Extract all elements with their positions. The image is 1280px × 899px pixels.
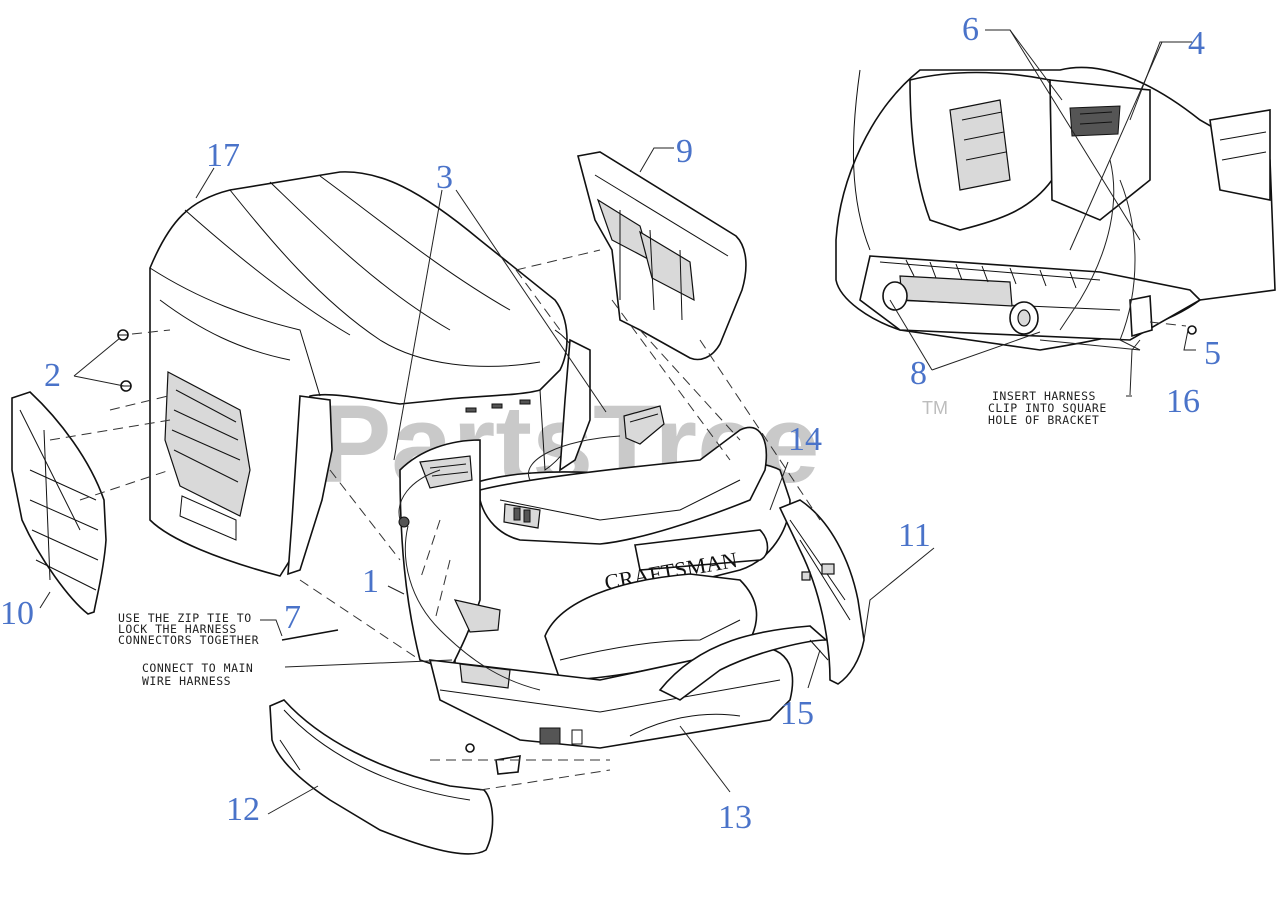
note-insert-line-2: CLIP INTO SQUARE: [988, 401, 1107, 415]
callout-13: 13: [718, 799, 752, 836]
wire-guide-part: [658, 625, 829, 701]
callout-14: 14: [788, 421, 822, 458]
note-connect-line-2: WIRE HARNESS: [142, 674, 231, 688]
callout-10: 10: [0, 595, 34, 632]
note-zip-tie-line-1: USE THE ZIP TIE TO: [118, 611, 252, 625]
callout-3: 3: [436, 159, 453, 196]
side-panel-left-part: [11, 391, 107, 615]
callout-6: 6: [962, 11, 979, 48]
note-insert-line-3: HOLE OF BRACKET: [988, 413, 1099, 427]
note-zip-tie: USE THE ZIP TIE TO LOCK THE HARNESS CONN…: [118, 611, 259, 647]
screw-2a: [117, 329, 129, 341]
note-insert: INSERT HARNESS CLIP INTO SQUARE HOLE OF …: [988, 389, 1107, 427]
callout-5: 5: [1204, 335, 1221, 372]
front-skirt-part: [269, 699, 494, 855]
note-zip-tie-line-3: CONNECTORS TOGETHER: [118, 633, 259, 647]
callout-7: 7: [284, 599, 301, 636]
screw-2b: [120, 380, 132, 392]
watermark-trademark: TM: [922, 398, 948, 418]
bolt-skirt: [465, 743, 521, 775]
callout-1: 1: [362, 563, 379, 600]
hood-part: [149, 171, 591, 577]
wire-harness-part: [398, 435, 621, 691]
callout-12: 12: [226, 791, 260, 828]
callout-8: 8: [910, 355, 927, 392]
inset-underside-view: [835, 66, 1276, 351]
zip-tie-part: [281, 629, 339, 641]
note-connect-line-1: CONNECT TO MAIN: [142, 661, 253, 675]
note-insert-line-1: INSERT HARNESS: [992, 389, 1096, 403]
note-zip-tie-line-2: LOCK THE HARNESS: [118, 622, 237, 636]
note-connect: CONNECT TO MAIN WIRE HARNESS: [142, 661, 253, 688]
callout-4: 4: [1188, 25, 1205, 62]
side-panel-right-part: [778, 499, 865, 685]
callout-15: 15: [780, 695, 814, 732]
callout-9: 9: [676, 133, 693, 170]
harness-connector-3b: [623, 405, 665, 445]
callout-2: 2: [44, 357, 61, 394]
dash-panel-part: [577, 151, 747, 361]
callout-16: 16: [1166, 383, 1200, 420]
dash-body-part: CRAFTSMAN: [399, 426, 791, 691]
callout-17: 17: [206, 137, 240, 174]
callout-11: 11: [898, 517, 931, 554]
harness-connector-3a: [419, 455, 473, 489]
leader-lines: [39, 29, 1196, 815]
assembly-lines: [49, 249, 821, 791]
